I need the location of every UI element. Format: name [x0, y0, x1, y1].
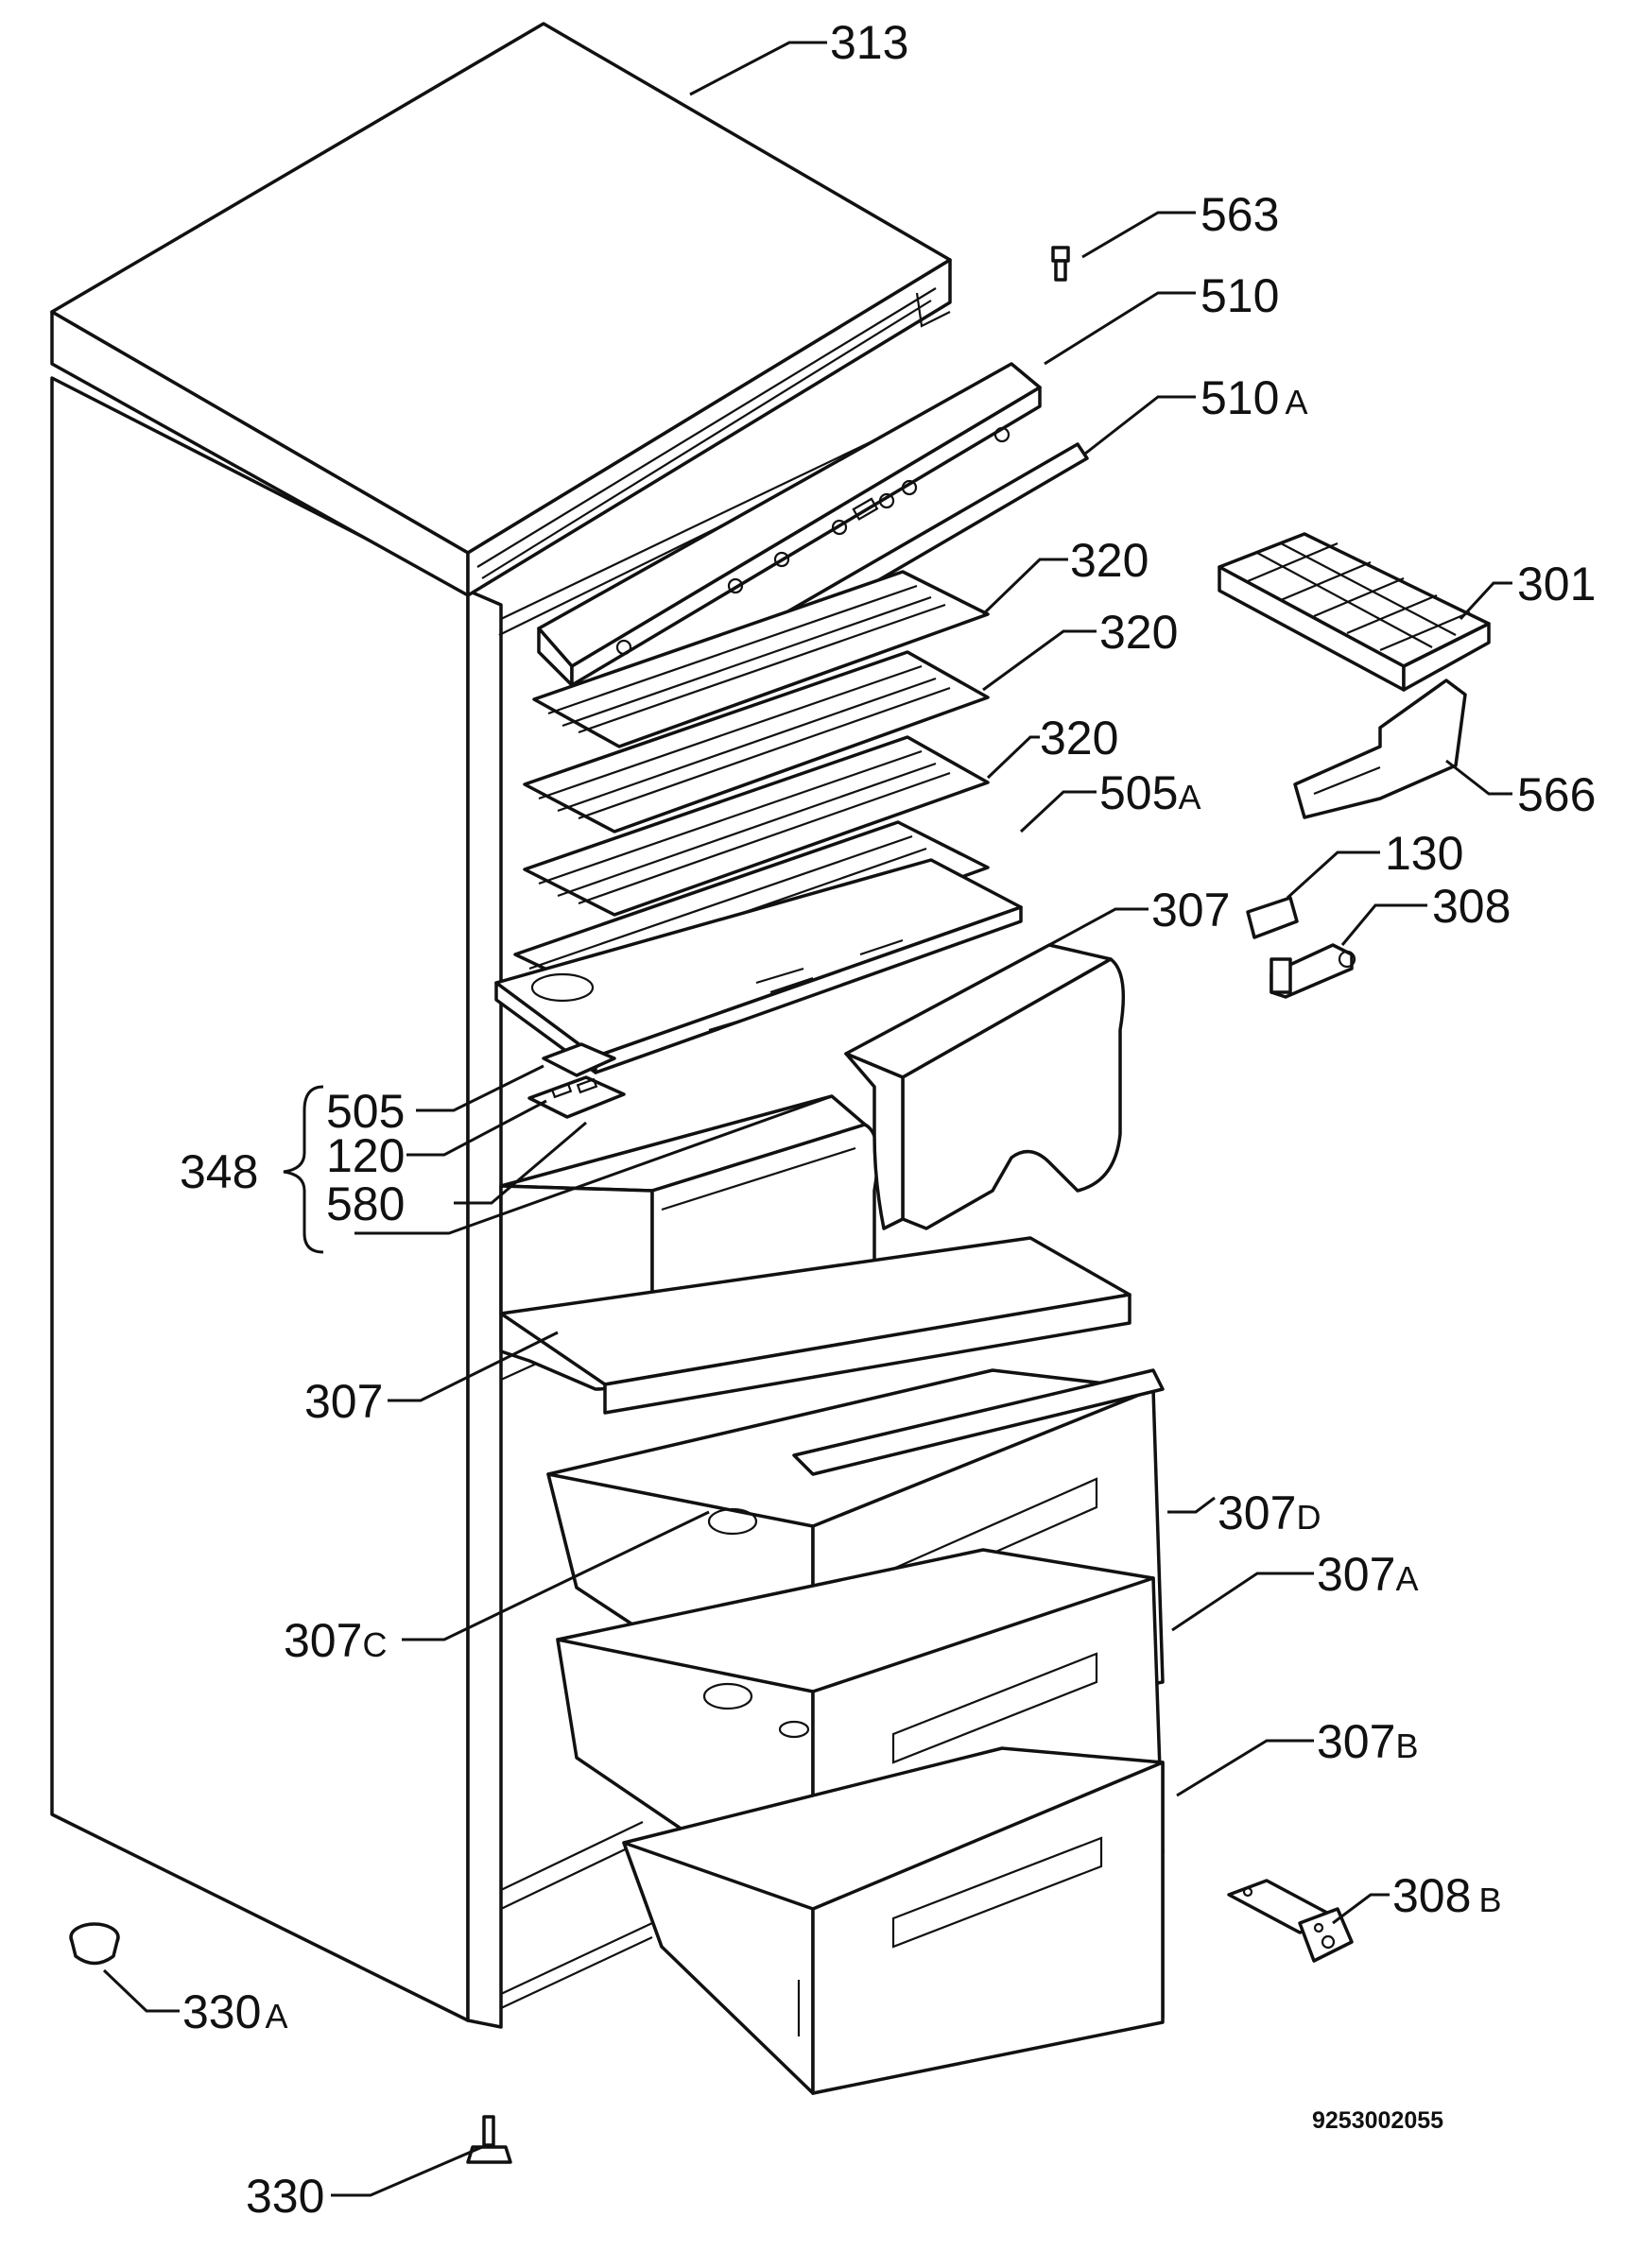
svg-text:348: 348: [180, 1145, 258, 1198]
label-505a: 505: [1099, 766, 1178, 819]
foot-330a: [69, 1922, 120, 1966]
label-313: 313: [830, 16, 908, 69]
label-566: 566: [1517, 768, 1596, 821]
svg-text:307B: 307B: [1317, 1715, 1418, 1768]
label-307c: 307: [284, 1614, 362, 1667]
svg-text:320: 320: [1040, 712, 1118, 765]
thermostat-assembly: [527, 1042, 626, 1119]
shelf-middle: [523, 650, 990, 833]
shelf-lower: [523, 735, 990, 917]
hinge-308: [1270, 943, 1356, 999]
svg-text:307: 307: [1151, 884, 1230, 936]
freezer-drawer-bottom: [622, 1746, 1165, 2095]
svg-text:505A: 505A: [1099, 766, 1201, 819]
label-510: 510: [1201, 269, 1279, 322]
top-cover: [50, 22, 952, 597]
svg-text:301: 301: [1517, 558, 1596, 610]
label-307b: 307: [1317, 1715, 1395, 1768]
shelf-upper: [532, 570, 990, 748]
svg-text:308: 308: [1432, 880, 1511, 933]
label-307a: 307: [1317, 1548, 1395, 1601]
svg-text:510: 510: [1201, 269, 1279, 322]
svg-text:505: 505: [326, 1085, 405, 1138]
label-320-middle: 320: [1099, 606, 1178, 659]
label-308: 308: [1432, 880, 1511, 933]
label-580: 580: [326, 1177, 405, 1230]
ice-tray-holder: [1293, 679, 1467, 819]
drawing-number: 9253002055: [1312, 2107, 1443, 2134]
label-307-freezer: 307: [304, 1375, 383, 1428]
label-348: 348: [180, 1145, 258, 1198]
label-563: 563: [1201, 188, 1279, 241]
svg-text:313: 313: [830, 16, 908, 69]
freezer-lid: [499, 1236, 1131, 1415]
screw-563: [1051, 246, 1070, 282]
svg-text:330: 330: [246, 2170, 324, 2223]
label-307d: 307: [1218, 1486, 1296, 1539]
svg-text:130: 130: [1385, 827, 1463, 880]
label-130: 130: [1385, 827, 1463, 880]
svg-text:320: 320: [1099, 606, 1178, 659]
hinge-cover-130: [1246, 896, 1299, 939]
svg-text:563: 563: [1201, 188, 1279, 241]
svg-text:120: 120: [326, 1129, 405, 1182]
group-bracket-348: [283, 1085, 324, 1254]
crisper-right: [844, 943, 1126, 1230]
label-330a: 330: [182, 1985, 261, 2038]
svg-text:580: 580: [326, 1177, 405, 1230]
svg-text:566: 566: [1517, 768, 1596, 821]
label-330: 330: [246, 2170, 324, 2223]
svg-text:320: 320: [1070, 534, 1149, 587]
label-510a: 510: [1201, 371, 1279, 424]
label-308b: 308: [1392, 1869, 1471, 1922]
label-505: 505: [326, 1085, 405, 1138]
leader-lines: [102, 41, 1512, 2197]
cabinet: [50, 376, 946, 2029]
label-307-crisper: 307: [1151, 884, 1230, 936]
svg-text:307: 307: [304, 1375, 383, 1428]
label-301: 301: [1517, 558, 1596, 610]
svg-text:307A: 307A: [1317, 1548, 1418, 1601]
label-320-lower: 320: [1040, 712, 1118, 765]
hinge-308b: [1227, 1879, 1354, 1963]
foot-330: [466, 2115, 512, 2164]
svg-text:307C: 307C: [284, 1614, 387, 1667]
label-320-upper: 320: [1070, 534, 1149, 587]
ice-tray: [1218, 532, 1491, 692]
label-120: 120: [326, 1129, 405, 1182]
svg-text:307D: 307D: [1218, 1486, 1321, 1539]
